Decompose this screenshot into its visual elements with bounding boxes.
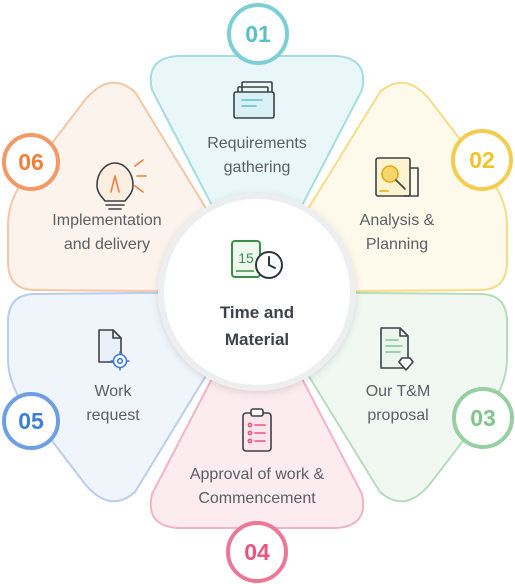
step-02-label-line2: Planning xyxy=(366,236,428,253)
step-06-number: 06 xyxy=(18,149,44,175)
step-05-label-line1: Work xyxy=(94,383,132,400)
center-title-line2: Material xyxy=(225,330,289,349)
step-06-label-line1: Implementation xyxy=(52,212,161,229)
folder-documents-icon xyxy=(233,81,275,119)
step-04-label-line1: Approval of work & xyxy=(190,466,325,483)
step-04-number-badge: 04 xyxy=(226,521,288,583)
step-05-number: 05 xyxy=(18,408,44,434)
step-06-label-line2: and delivery xyxy=(64,236,150,253)
report-magnifier-icon xyxy=(375,157,419,197)
step-03-number-badge: 03 xyxy=(452,387,514,449)
clipboard-checklist-icon xyxy=(242,408,272,452)
step-03-number: 03 xyxy=(470,405,496,431)
step-01-number-badge: 01 xyxy=(227,3,289,65)
step-03-label-line1: Our T&M xyxy=(366,383,431,400)
calendar-number: 15 xyxy=(238,250,254,266)
step-01-label-line2: gathering xyxy=(224,159,291,176)
document-gear-icon xyxy=(98,329,130,371)
document-diamond-icon xyxy=(380,327,414,371)
center-title-line1: Time and xyxy=(220,303,294,322)
lightbulb-icon xyxy=(96,159,147,210)
step-01-number: 01 xyxy=(245,21,271,47)
step-05-number-badge: 05 xyxy=(2,392,60,450)
step-02-number: 02 xyxy=(469,147,495,173)
center-circle xyxy=(158,193,356,391)
step-03-label-line2: proposal xyxy=(367,407,428,424)
step-01-label-line1: Requirements xyxy=(207,135,307,152)
step-06-number-badge: 06 xyxy=(2,133,60,191)
step-05-label-line2: request xyxy=(86,407,140,424)
step-04-number: 04 xyxy=(244,539,270,565)
step-02-label-line1: Analysis & xyxy=(360,212,435,229)
step-04-label-line2: Commencement xyxy=(198,490,316,507)
step-02-number-badge: 02 xyxy=(451,129,513,191)
calendar-clock-icon: 15 xyxy=(231,240,283,279)
